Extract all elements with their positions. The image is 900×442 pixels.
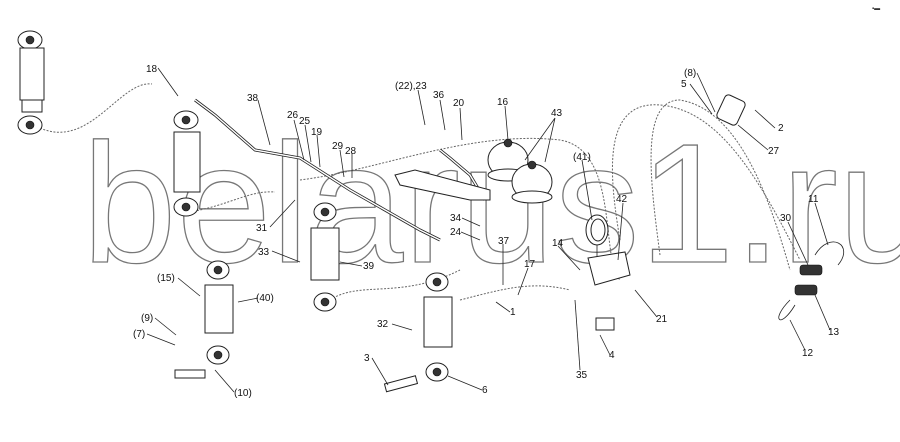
valve-block bbox=[587, 251, 631, 286]
callout-37: 37 bbox=[498, 236, 510, 247]
callout-18: 18 bbox=[146, 64, 158, 75]
hydraulic-cylinder bbox=[174, 260, 234, 379]
callout-28: 28 bbox=[345, 146, 357, 157]
accumulator bbox=[511, 160, 553, 204]
callout-17: 17 bbox=[524, 259, 536, 270]
callout-41: (41) bbox=[573, 152, 591, 163]
callout-7: (7) bbox=[133, 329, 145, 340]
callout-30: 30 bbox=[780, 213, 792, 224]
hydraulic-cylinder bbox=[17, 30, 45, 135]
callout-33: 33 bbox=[258, 247, 270, 258]
mounting-bracket bbox=[595, 317, 615, 331]
hydraulic-cylinder bbox=[383, 272, 453, 393]
callout-31: 31 bbox=[256, 223, 268, 234]
callout-4: 4 bbox=[609, 350, 615, 361]
corner-mark: ▪▬ bbox=[872, 6, 880, 12]
callout-20: 20 bbox=[453, 98, 465, 109]
callout-25: 25 bbox=[299, 116, 311, 127]
callout-19: 19 bbox=[311, 127, 323, 138]
hose bbox=[299, 137, 621, 281]
hose bbox=[189, 191, 276, 213]
callout-5: 5 bbox=[681, 79, 687, 90]
callout-26: 26 bbox=[287, 110, 299, 121]
callout-38: 38 bbox=[247, 93, 259, 104]
hydraulic-cylinder bbox=[173, 110, 201, 217]
callout-36: 36 bbox=[433, 90, 445, 101]
callout-40: (40) bbox=[256, 293, 274, 304]
callout-24: 24 bbox=[450, 227, 462, 238]
pressure-gauge bbox=[585, 214, 609, 258]
callout-3: 3 bbox=[364, 353, 370, 364]
callout-14: 14 bbox=[552, 238, 564, 249]
callout-21: 21 bbox=[656, 314, 668, 325]
callout-22-23: (22),23 bbox=[395, 81, 427, 92]
callout-13: 13 bbox=[828, 327, 840, 338]
callout-32: 32 bbox=[377, 319, 389, 330]
bracket-plate bbox=[394, 169, 491, 201]
hose bbox=[650, 99, 791, 271]
callout-27: 27 bbox=[768, 146, 780, 157]
callout-29: 29 bbox=[332, 141, 344, 152]
callout-15: (15) bbox=[157, 273, 175, 284]
callout-2: 2 bbox=[778, 123, 784, 134]
flange bbox=[716, 94, 746, 126]
callout-9: (9) bbox=[141, 313, 153, 324]
hose bbox=[39, 83, 153, 133]
callout-35: 35 bbox=[576, 370, 588, 381]
callout-12: 12 bbox=[802, 348, 814, 359]
callout-1: 1 bbox=[510, 307, 516, 318]
callout-11: 11 bbox=[808, 194, 819, 205]
callout-39: 39 bbox=[363, 261, 375, 272]
callout-16: 16 bbox=[497, 97, 509, 108]
callout-8: (8) bbox=[684, 68, 696, 79]
hydraulic-cylinder bbox=[310, 202, 340, 312]
leader-lines bbox=[146, 67, 831, 393]
callout-6: 6 bbox=[482, 385, 488, 396]
callout-42: 42 bbox=[616, 194, 628, 205]
quick-coupler bbox=[778, 241, 844, 321]
watermark: belarus1.ru bbox=[82, 109, 900, 299]
callout-10: (10) bbox=[234, 388, 252, 399]
callout-34: 34 bbox=[450, 213, 462, 224]
callout-43: 43 bbox=[551, 108, 563, 119]
hose bbox=[611, 104, 801, 261]
hose bbox=[459, 285, 571, 301]
